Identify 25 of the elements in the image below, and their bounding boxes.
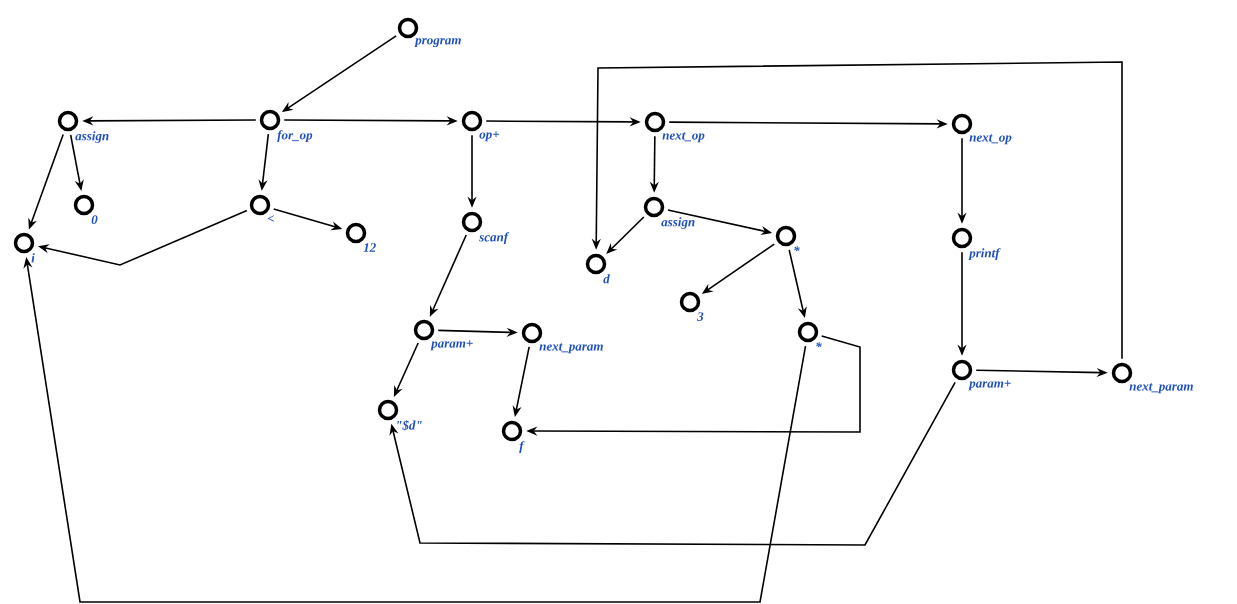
node-label: printf	[968, 248, 1001, 261]
node-label: param+	[430, 340, 473, 351]
node-label: 0	[91, 215, 98, 224]
node-label: next_op	[969, 134, 1012, 145]
node-label: f	[519, 441, 525, 454]
node-label: op+	[479, 131, 500, 142]
node-label: next_param	[1129, 383, 1193, 394]
node-label: next_op	[662, 132, 705, 143]
node-label: d	[603, 274, 610, 284]
node-label: param+	[968, 380, 1011, 391]
node-label: assign	[661, 217, 695, 229]
node-label: program	[414, 38, 461, 48]
node-label: *	[794, 246, 800, 252]
node-label: for_op	[277, 130, 313, 143]
node-label: 12	[363, 243, 376, 252]
node-label: <	[267, 215, 274, 222]
arrow	[606, 216, 645, 254]
node-label: assign	[75, 131, 109, 143]
node-label: scanf	[479, 232, 510, 245]
node-label: *	[816, 342, 822, 348]
node-label: 3	[697, 312, 704, 321]
node-label: i	[31, 253, 35, 263]
node-label: next_param	[539, 343, 603, 354]
arrow	[389, 381, 956, 546]
node-label: "$d"	[397, 420, 422, 431]
